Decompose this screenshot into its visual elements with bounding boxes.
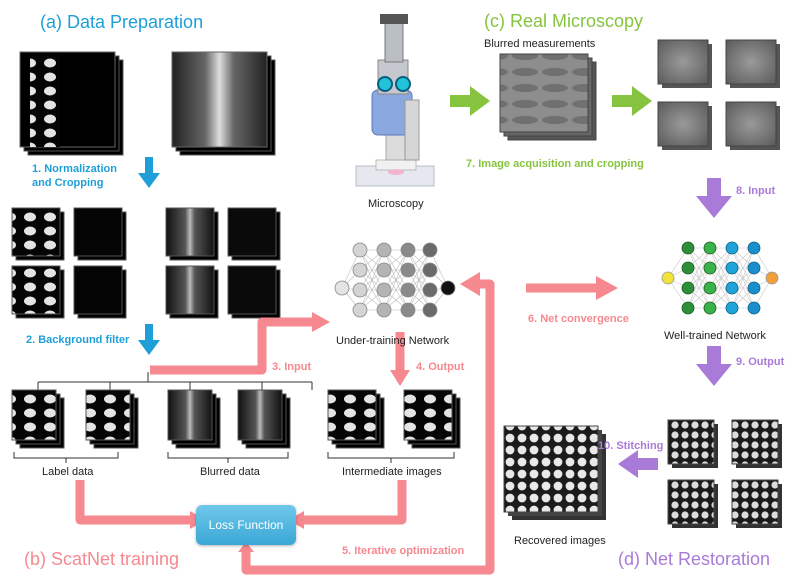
well-trained-node xyxy=(725,301,739,315)
raw-label-stack xyxy=(19,51,124,156)
blue-arrows xyxy=(138,157,160,355)
under-training-node xyxy=(422,242,438,258)
recovered-image-stack xyxy=(503,425,606,520)
label-data-label: Label data xyxy=(42,466,94,478)
under-training-node xyxy=(352,262,368,278)
raw-blurred-stack xyxy=(171,51,276,156)
well-trained-node xyxy=(703,241,717,255)
step-1: 1. Normalization and Cropping xyxy=(32,163,117,189)
well-trained-node xyxy=(747,261,761,275)
under-training-node xyxy=(376,262,392,278)
under-training-node xyxy=(352,282,368,298)
under-training-node xyxy=(334,280,350,296)
recovered-label: Recovered images xyxy=(514,535,606,547)
well-trained-node xyxy=(681,241,695,255)
section-d-title: (d) Net Restoration xyxy=(618,549,771,569)
step-5: 5. Iterative optimization xyxy=(342,545,465,557)
under-training-node xyxy=(400,302,416,318)
under-training-node xyxy=(376,302,392,318)
microscope-illustration xyxy=(355,14,435,187)
blurred-measurements-stack xyxy=(499,53,597,141)
intermediate-stacks xyxy=(327,389,461,449)
under-training-node xyxy=(376,242,392,258)
blurred-data-stacks xyxy=(167,389,291,449)
well-trained-node xyxy=(681,261,695,275)
intermediate-label: Intermediate images xyxy=(342,466,442,478)
well-trained-node xyxy=(765,271,779,285)
section-c-title: (c) Real Microscopy xyxy=(484,11,644,31)
blurred-data-label: Blurred data xyxy=(200,466,260,478)
step-3: 3. Input xyxy=(272,361,312,373)
well-trained-node xyxy=(725,241,739,255)
step-8: 8. Input xyxy=(736,185,776,197)
well-trained-node xyxy=(703,261,717,275)
well-trained-label: Well-trained Network xyxy=(664,330,766,342)
under-training-node xyxy=(376,282,392,298)
pink-arrow-paths xyxy=(75,279,598,575)
well-trained-node xyxy=(747,281,761,295)
step-4: 4. Output xyxy=(416,361,465,373)
under-training-node xyxy=(352,302,368,318)
well-trained-node xyxy=(703,301,717,315)
pink-arrow-heads xyxy=(190,272,618,552)
under-training-node xyxy=(352,242,368,258)
training-data-bracket xyxy=(13,372,455,463)
under-training-network xyxy=(334,242,456,318)
well-trained-network xyxy=(661,241,779,315)
under-training-node xyxy=(422,302,438,318)
step-6: 6. Net convergence xyxy=(528,313,629,325)
label-data-stacks xyxy=(11,389,139,449)
loss-function-box: Loss Function xyxy=(196,505,296,545)
well-trained-node xyxy=(747,241,761,255)
blurred-measurements-label: Blurred measurements xyxy=(484,38,596,50)
well-trained-node xyxy=(703,281,717,295)
under-training-node xyxy=(400,242,416,258)
cropped-measurements xyxy=(657,39,780,150)
loss-function-label: Loss Function xyxy=(208,518,284,532)
cropped-label-tiles xyxy=(11,207,127,319)
well-trained-node xyxy=(681,301,695,315)
section-b-title: (b) ScatNet training xyxy=(24,549,180,569)
well-trained-node xyxy=(681,281,695,295)
well-trained-node xyxy=(725,281,739,295)
microscopy-label: Microscopy xyxy=(368,198,424,210)
well-trained-node xyxy=(725,261,739,275)
cropped-blurred-tiles xyxy=(165,207,281,319)
under-training-node xyxy=(400,282,416,298)
green-arrows xyxy=(450,86,652,116)
under-training-node xyxy=(440,280,456,296)
under-training-label: Under-training Network xyxy=(336,335,450,347)
under-training-node xyxy=(400,262,416,278)
well-trained-node xyxy=(747,301,761,315)
section-a-title: (a) Data Preparation xyxy=(40,12,204,32)
under-training-node xyxy=(422,262,438,278)
purple-arrows xyxy=(618,178,732,478)
restored-tiles xyxy=(667,419,782,528)
step-7: 7. Image acquisition and cropping xyxy=(466,158,644,170)
under-training-node xyxy=(422,282,438,298)
step-9: 9. Output xyxy=(736,356,785,368)
step-10: 10. Stitching xyxy=(598,440,664,452)
step-2: 2. Background filter xyxy=(26,334,130,346)
well-trained-node xyxy=(661,271,675,285)
